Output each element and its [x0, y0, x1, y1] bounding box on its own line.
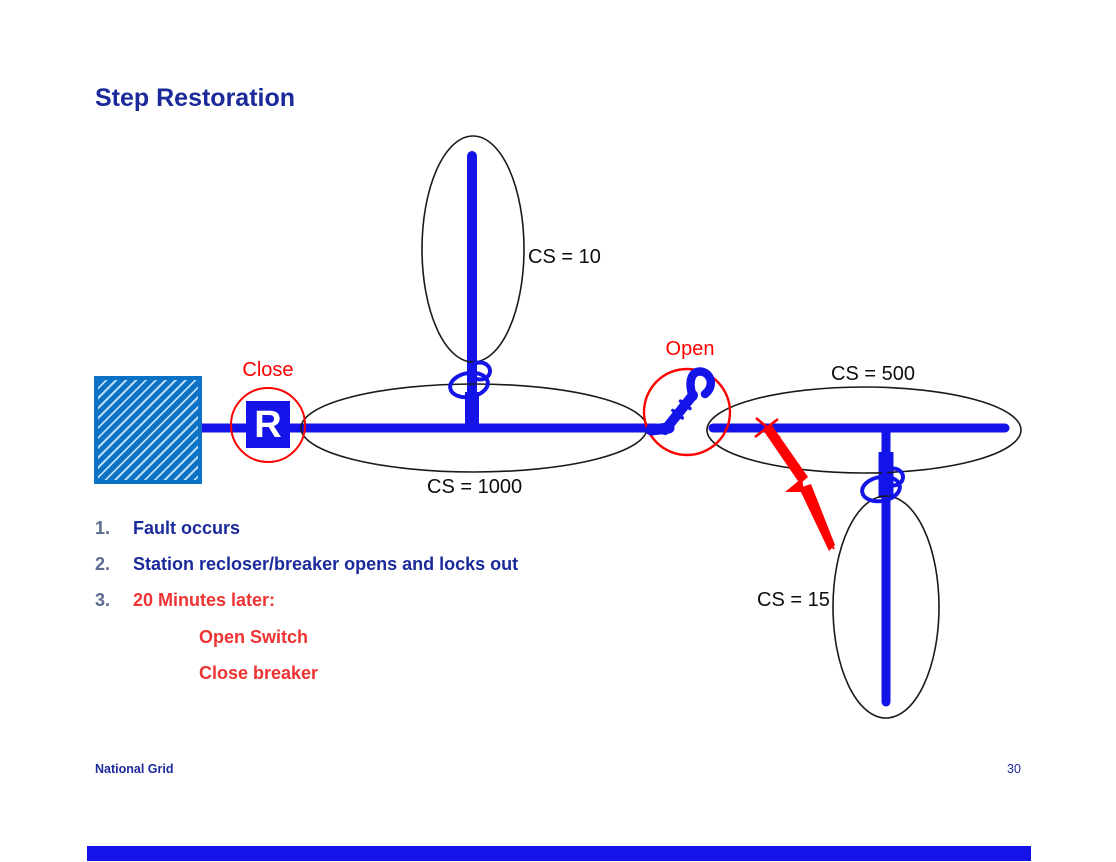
step-item-1: 1. Fault occurs: [95, 518, 240, 538]
fuse-loop-bottom-icon: [860, 466, 905, 504]
step-number: 2.: [95, 554, 111, 574]
cs-label-bottom: CS = 15: [757, 589, 830, 611]
step-number: 1.: [95, 518, 111, 538]
open-label: Open: [665, 338, 715, 360]
footer-bar: [87, 846, 1031, 861]
step-number: 3.: [95, 590, 111, 610]
close-label: Close: [242, 359, 294, 381]
zone-ellipse-bottom: [832, 495, 940, 719]
footer-brand: National Grid: [95, 762, 174, 776]
recloser-close-circle: [230, 387, 306, 463]
step-item-3: 3. 20 Minutes later:: [95, 590, 275, 610]
cs-label-main: CS = 1000: [427, 476, 523, 498]
page-number: 30: [1007, 762, 1021, 776]
step-text: Station recloser/breaker opens and locks…: [133, 554, 519, 574]
page-title: Step Restoration: [95, 84, 296, 112]
fuse-loop-top-icon: [448, 360, 492, 400]
substation-box: [94, 376, 202, 484]
zone-ellipse-top: [421, 135, 525, 363]
zone-ellipse-right: [706, 386, 1022, 474]
lightning-bolt-icon: [763, 424, 835, 551]
step-text: 20 Minutes later:: [133, 590, 276, 610]
substep-open-switch: Open Switch: [199, 627, 309, 647]
cs-label-top: CS = 10: [528, 246, 601, 268]
substep-close-breaker: Close breaker: [199, 663, 319, 683]
open-switch-icon: [642, 367, 732, 457]
cs-label-right: CS = 500: [831, 363, 915, 385]
recloser-icon: R: [246, 401, 290, 448]
step-text: Fault occurs: [133, 518, 241, 538]
step-item-2: 2. Station recloser/breaker opens and loc…: [95, 554, 518, 574]
